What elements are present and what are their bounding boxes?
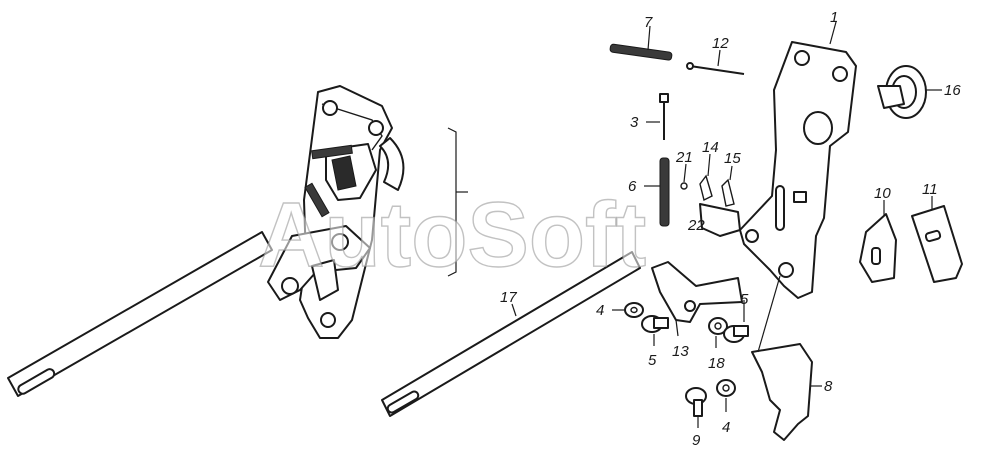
part-17-rod: 17 (381, 251, 641, 417)
callout-7: 7 (644, 14, 653, 31)
part-11-cover-plate: 11 (911, 181, 963, 283)
callout-1: 1 (830, 9, 838, 26)
callout-5-right: 5 (740, 291, 749, 308)
part-16-knob: 16 (877, 65, 961, 119)
part-3-bolt: 3 (630, 93, 669, 140)
assembled-lock-mechanism (7, 85, 468, 397)
callout-21: 21 (675, 149, 693, 166)
part-9-bolt: 9 (685, 387, 707, 449)
callout-4-upper: 4 (596, 302, 604, 319)
callout-6: 6 (628, 178, 637, 195)
part-4-washer-upper: 4 (596, 302, 644, 319)
callout-11: 11 (922, 181, 938, 198)
callout-12: 12 (712, 35, 729, 52)
part-14-clip: 14 (699, 139, 719, 202)
callout-3: 3 (630, 114, 639, 131)
callout-5-left: 5 (648, 352, 657, 369)
part-8-latch: 8 (751, 275, 833, 441)
callout-8: 8 (824, 378, 833, 395)
callout-4-lower: 4 (722, 419, 730, 436)
callout-9: 9 (692, 432, 701, 449)
callout-10: 10 (874, 185, 891, 202)
part-7-spring: 7 (609, 14, 673, 61)
part-12-pin: 12 (686, 35, 745, 75)
part-21-clip: 21 (675, 149, 693, 190)
part-18-washer: 18 (708, 317, 728, 372)
callout-15: 15 (724, 150, 741, 167)
callout-22: 22 (687, 217, 705, 234)
part-10-cam: 10 (859, 185, 897, 283)
part-4-washer-lower: 4 (716, 379, 736, 436)
part-13-lever: 13 (651, 261, 743, 360)
callout-17: 17 (500, 289, 517, 306)
part-5-bolt-right: 5 (723, 291, 749, 343)
part-6-spring: 6 (628, 157, 670, 227)
part-5-bolt-left: 5 (641, 315, 669, 369)
part-15-clip: 15 (721, 150, 741, 207)
callout-13: 13 (672, 343, 689, 360)
autosoft-watermark: AutoSoft (258, 184, 646, 286)
part-22-bracket: 22 (687, 203, 741, 237)
part-1-base-plate: 1 (739, 9, 857, 299)
callout-14: 14 (702, 139, 719, 156)
callout-18: 18 (708, 355, 725, 372)
callout-16: 16 (944, 82, 961, 99)
